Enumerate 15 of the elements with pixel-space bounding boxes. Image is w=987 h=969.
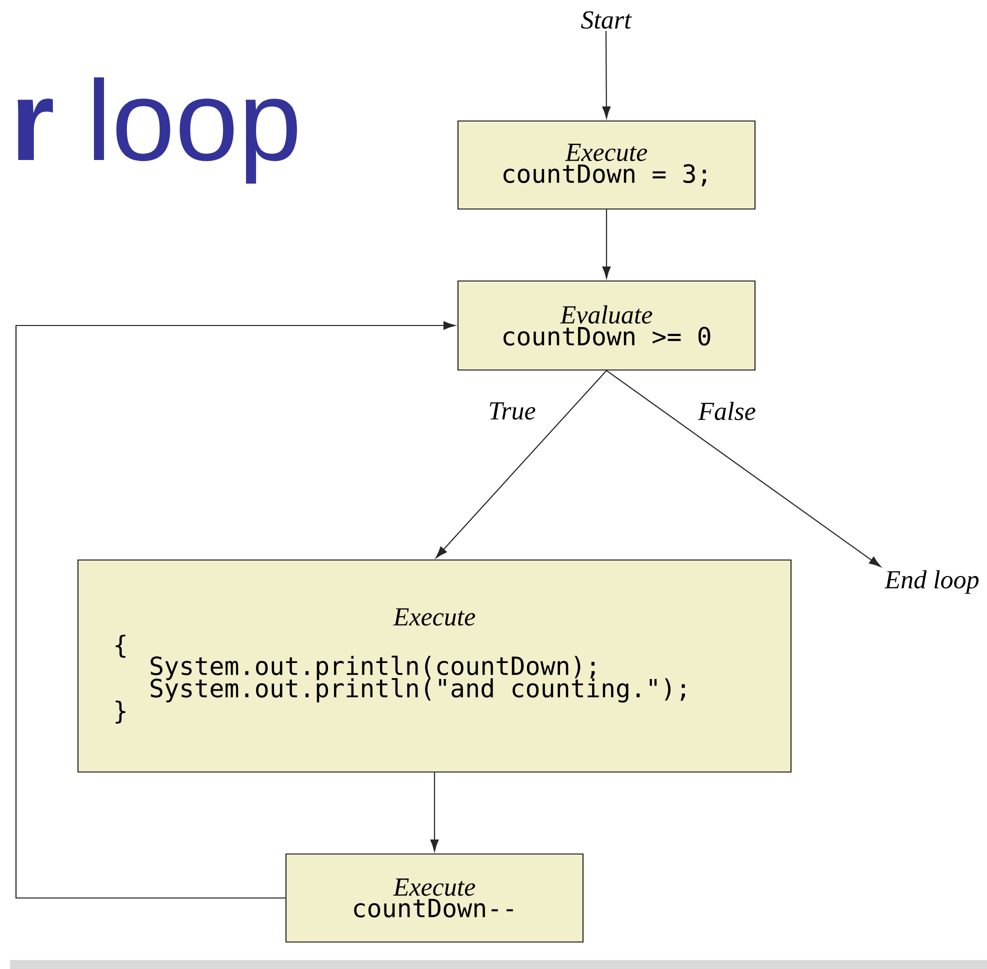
- title: r loop: [18, 77, 297, 184]
- arrow: [606, 370, 881, 568]
- process-box: Execute { System.out.println(countDown); System.out.println("and counting."); }: [77, 559, 792, 773]
- arrow: [430, 772, 439, 852]
- terminal-label: End loop: [884, 570, 979, 594]
- process-box: Evaluate countDown >= 0: [457, 280, 756, 371]
- terminal-label: Start: [581, 11, 632, 29]
- process-box: Execute countDown = 3;: [457, 120, 756, 210]
- edge-label: True: [486, 400, 538, 422]
- arrow: [15, 321, 456, 899]
- arrow: [602, 210, 611, 278]
- process-box: Execute countDown--: [285, 853, 584, 943]
- edge-label: False: [696, 400, 758, 422]
- arrow: [602, 30, 611, 118]
- arrow: [436, 370, 607, 558]
